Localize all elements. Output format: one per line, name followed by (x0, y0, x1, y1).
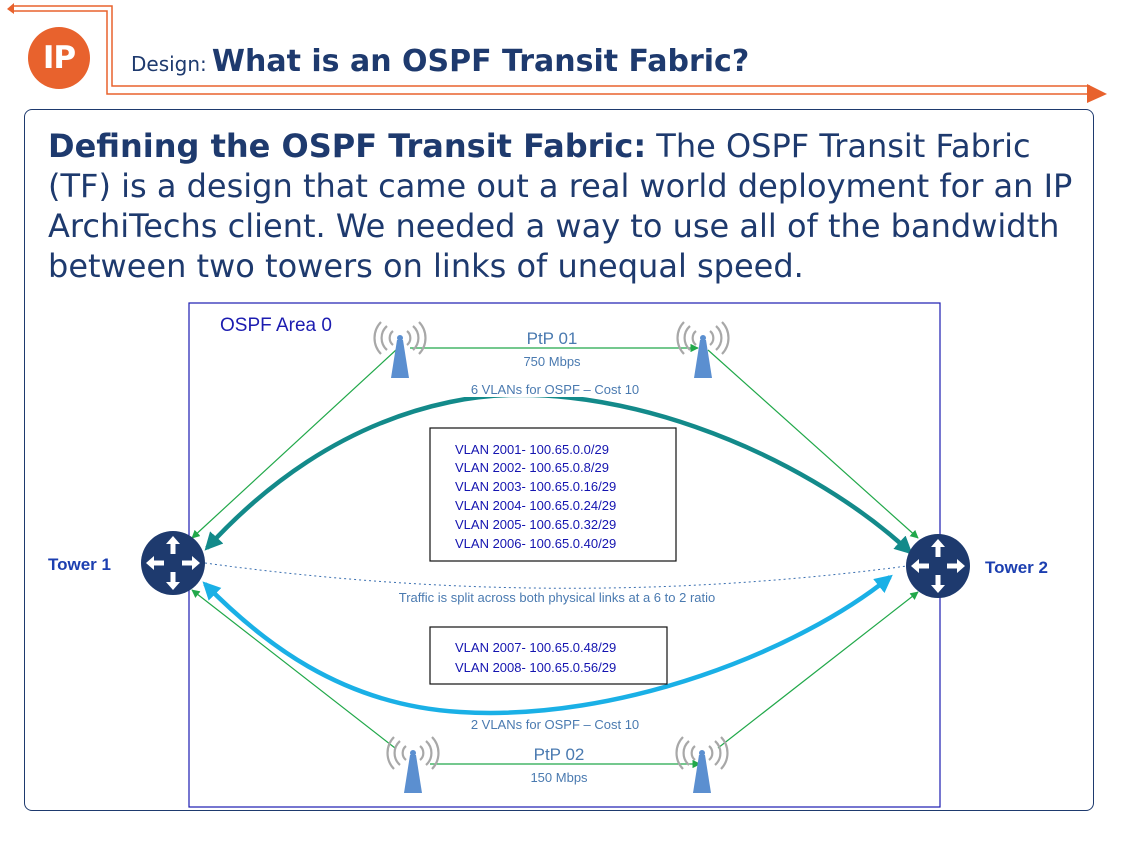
ptp02-to-tower2-link (717, 591, 919, 749)
lower-caption-bg (460, 716, 650, 732)
header-rule-outer (14, 5, 1090, 87)
vlan-entry: VLAN 2003- 100.65.0.16/29 (455, 479, 616, 494)
upper-vlan-caption: 6 VLANs for OSPF – Cost 10 (471, 382, 639, 397)
ptp02-name: PtP 02 (534, 745, 585, 764)
tower1-to-ptp02-link (191, 589, 396, 749)
upper-vlan-box (429, 427, 677, 562)
title-main: What is an OSPF Transit Fabric? (211, 44, 750, 79)
antenna-icon (386, 736, 440, 793)
page-title: Design: What is an OSPF Transit Fabric? (131, 44, 749, 79)
router-icon (141, 531, 205, 595)
lower-vlan-box (429, 626, 668, 685)
content-card (24, 109, 1094, 811)
upper-vlan-bundle-arc (204, 392, 913, 555)
ptp01-speed: 750 Mbps (523, 354, 581, 369)
vlan-entry: VLAN 2005- 100.65.0.32/29 (455, 517, 616, 532)
upper-caption-bg (460, 381, 650, 397)
vlan-entry: VLAN 2008- 100.65.0.56/29 (455, 660, 616, 675)
logo-text: IP (42, 40, 76, 76)
lower-vlan-bundle-arc (202, 574, 893, 716)
ptp01-to-tower2-link (707, 349, 919, 539)
vlan-entry: VLAN 2007- 100.65.0.48/29 (455, 640, 616, 655)
vlan-entry: VLAN 2001- 100.65.0.0/29 (455, 442, 609, 457)
antenna-icon (676, 321, 730, 378)
title-prefix: Design: (131, 52, 207, 76)
antenna-icon (675, 736, 729, 793)
split-caption: Traffic is split across both physical li… (399, 590, 715, 605)
header-rule-inner (14, 10, 1090, 95)
ptp01-name: PtP 01 (527, 329, 578, 348)
split-caption-bg (372, 589, 742, 605)
traffic-split-line (204, 562, 908, 589)
vlan-entry: VLAN 2004- 100.65.0.24/29 (455, 498, 616, 513)
router-icon (906, 534, 970, 598)
vlan-entry: VLAN 2002- 100.65.0.8/29 (455, 460, 609, 475)
lower-vlan-caption: 2 VLANs for OSPF – Cost 10 (471, 717, 639, 732)
ospf-area-label: OSPF Area 0 (220, 315, 332, 336)
intro-paragraph: Defining the OSPF Transit Fabric: The OS… (48, 126, 1088, 286)
intro-lead: Defining the OSPF Transit Fabric: (48, 127, 647, 165)
vlan-entry: VLAN 2006- 100.65.0.40/29 (455, 536, 616, 551)
ptp01-label-bg (512, 326, 596, 346)
antenna-icon (373, 321, 427, 378)
ptp02-speed: 150 Mbps (530, 770, 588, 785)
header-arrow-icon (1087, 84, 1107, 103)
tower1-label: Tower 1 (48, 555, 111, 574)
ip-logo: IP (28, 27, 90, 89)
header-rule-start-diamond (7, 3, 14, 14)
ptp02-label-bg (520, 743, 600, 763)
tower2-label: Tower 2 (985, 558, 1048, 577)
tower1-to-ptp01-link (191, 349, 397, 539)
intro-body: The OSPF Transit Fabric (TF) is a design… (48, 127, 1073, 285)
